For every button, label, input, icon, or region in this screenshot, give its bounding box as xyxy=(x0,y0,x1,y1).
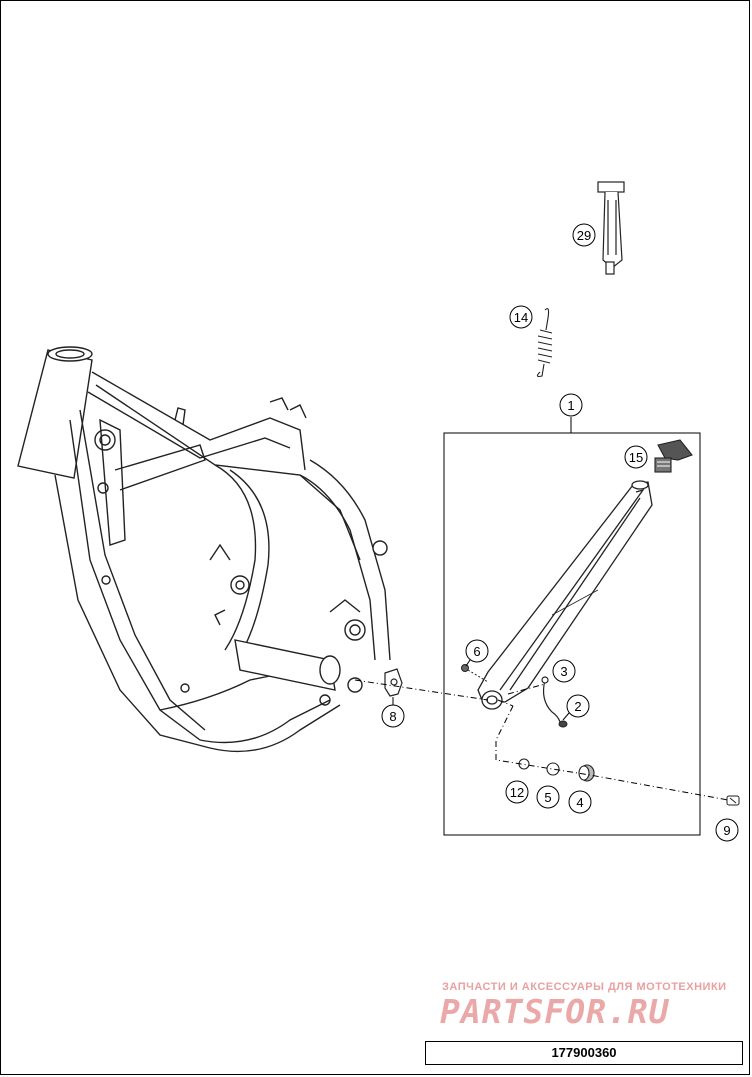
svg-text:3: 3 xyxy=(560,664,567,679)
drawing-number: 177900360 xyxy=(425,1041,743,1065)
svg-text:14: 14 xyxy=(514,310,528,325)
part-2-screw xyxy=(558,720,568,728)
callout-8: 8 xyxy=(381,697,405,728)
svg-text:2: 2 xyxy=(574,699,581,714)
svg-text:6: 6 xyxy=(473,644,480,659)
svg-text:8: 8 xyxy=(389,709,396,724)
part-3-hook xyxy=(541,676,561,723)
watermark-tagline: ЗАПЧАСТИ И АКСЕССУАРЫ ДЛЯ МОТОТЕХНИКИ xyxy=(442,981,727,993)
part-8-bracket xyxy=(384,668,403,697)
callout-1: 1 xyxy=(559,393,583,417)
svg-text:5: 5 xyxy=(544,790,551,805)
part-9-bolt xyxy=(726,795,740,806)
part-29-strap xyxy=(597,181,625,275)
callout-3: 3 xyxy=(552,659,576,683)
svg-text:1: 1 xyxy=(567,398,574,413)
watermark-logo: PARTSFOR.RU xyxy=(440,992,670,1031)
part-15-foot-pad xyxy=(654,439,693,473)
svg-text:4: 4 xyxy=(576,795,583,810)
side-stand-leg xyxy=(477,480,653,710)
part-1-group-box xyxy=(443,417,701,836)
callout-15: 15 xyxy=(624,445,648,469)
callout-4: 4 xyxy=(568,790,592,814)
svg-text:29: 29 xyxy=(577,228,591,243)
callout-14: 14 xyxy=(509,305,533,329)
callout-2: 2 xyxy=(562,694,590,721)
svg-text:12: 12 xyxy=(510,785,524,800)
part-14-spring xyxy=(536,308,553,378)
parts-12-5-4-washers xyxy=(518,758,595,782)
motorcycle-frame xyxy=(17,346,391,753)
callout-12: 12 xyxy=(505,780,529,804)
callout-6: 6 xyxy=(465,639,489,667)
svg-text:9: 9 xyxy=(723,823,730,838)
callout-5: 5 xyxy=(536,785,560,809)
part-6-bolt xyxy=(461,664,489,683)
callout-29: 29 xyxy=(572,223,596,247)
svg-text:15: 15 xyxy=(629,450,643,465)
callout-9: 9 xyxy=(715,818,739,842)
assembly-center-lines xyxy=(354,679,729,801)
